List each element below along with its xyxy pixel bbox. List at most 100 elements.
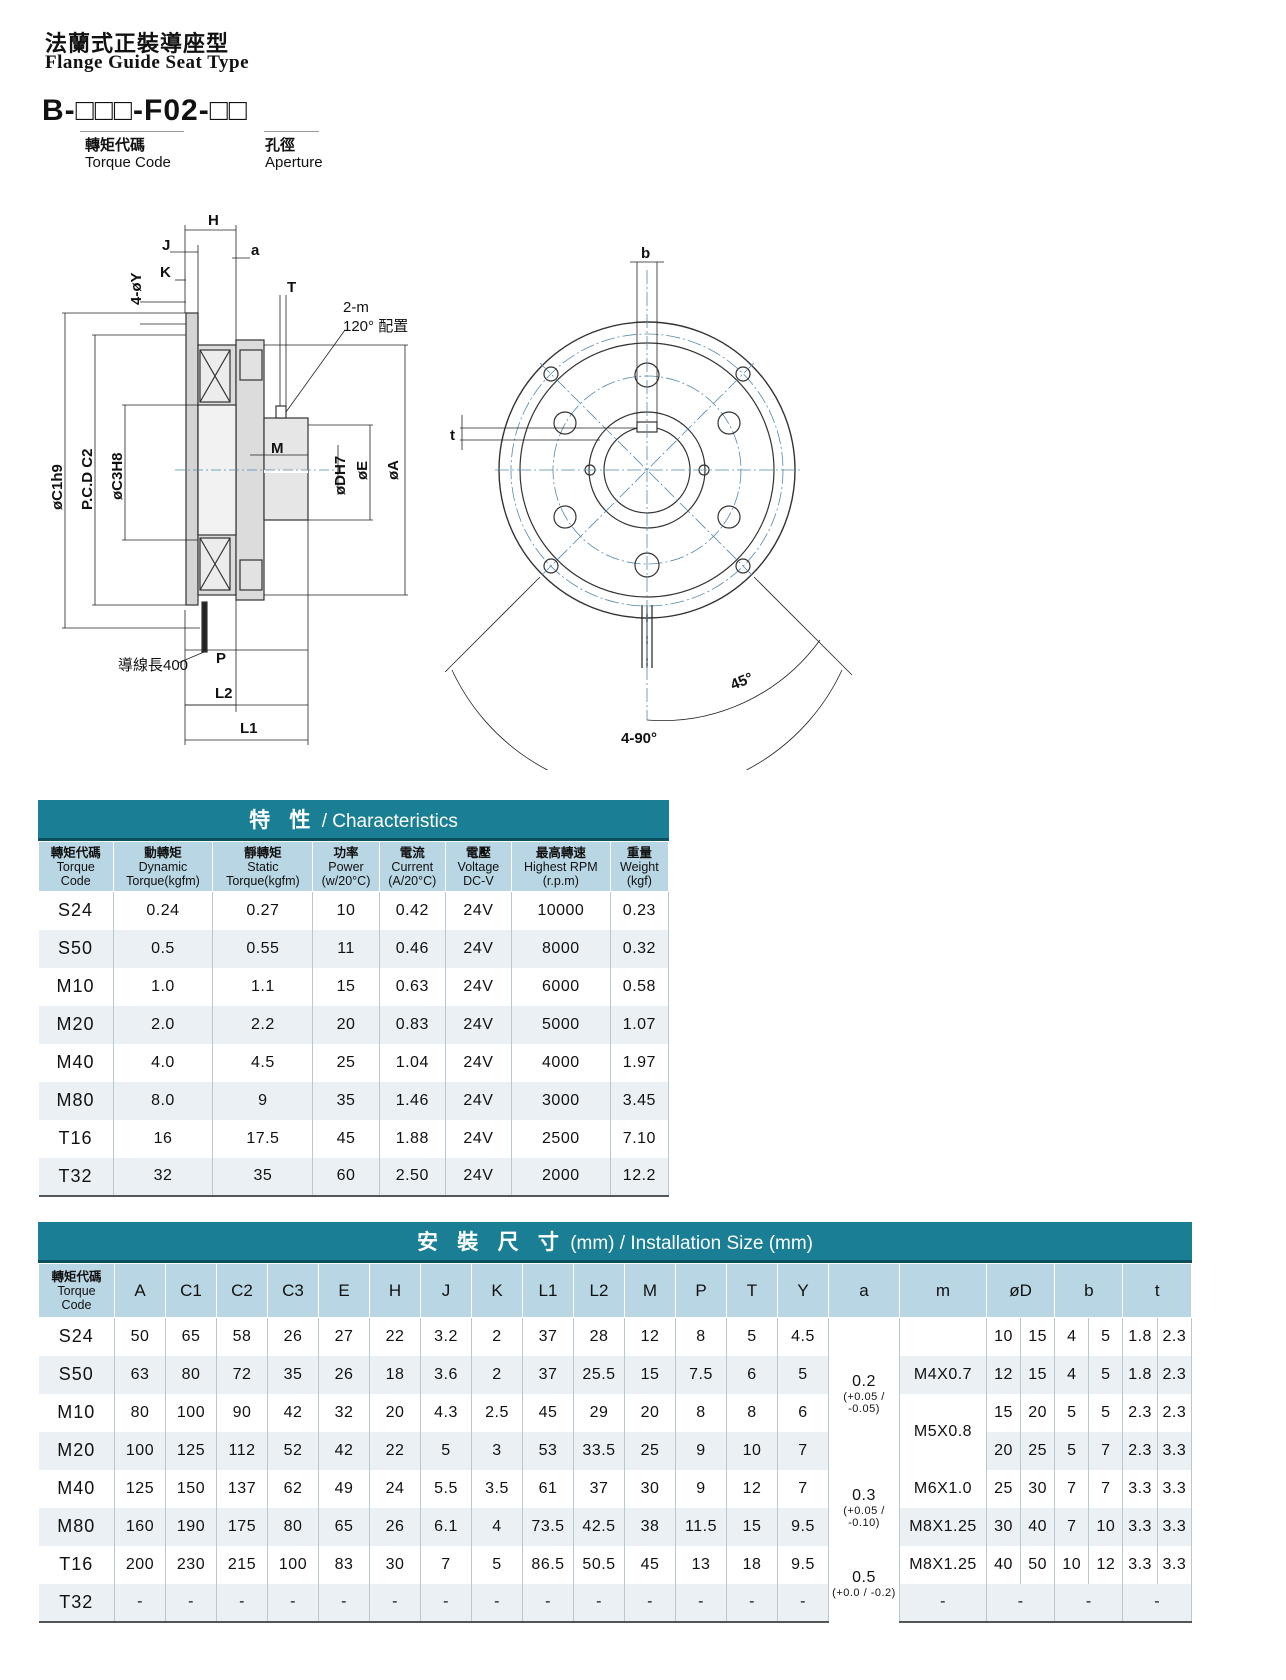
table-cell: 73.5: [522, 1507, 574, 1546]
table-cell: 1.97: [610, 1043, 670, 1082]
dim-M: M: [271, 440, 284, 457]
table-cell: 4000: [511, 1043, 611, 1082]
b-cell: 5: [1054, 1393, 1090, 1432]
torque-code-cell: M40: [38, 1469, 115, 1508]
torque-code-cn: 轉矩代碼: [85, 136, 146, 154]
inst-header-6: J: [420, 1263, 472, 1318]
table-cell: 5: [420, 1431, 472, 1470]
inst-header-9: L2: [573, 1263, 625, 1318]
table-cell: 12.2: [610, 1157, 670, 1197]
table-cell: 112: [216, 1431, 268, 1470]
table-cell: 20: [624, 1393, 676, 1432]
table-cell: 0.63: [379, 967, 446, 1006]
table-cell: 37: [573, 1469, 625, 1508]
table-cell: 12: [726, 1469, 778, 1508]
torque-code-cell: M40: [38, 1043, 114, 1082]
table-cell: 1.1: [212, 967, 314, 1006]
table-cell: 16: [113, 1119, 214, 1158]
dim-45deg: 45°: [728, 669, 755, 693]
a-value: 0.2: [852, 1372, 876, 1390]
dim-J: J: [162, 237, 170, 254]
char-header-cn: 轉矩代碼: [50, 844, 101, 860]
a-tolerance: (+0.05 / -0.10): [843, 1504, 885, 1529]
table-cell: 11.5: [675, 1507, 727, 1546]
b-cell: 4: [1054, 1355, 1090, 1394]
table-cell: 7: [420, 1545, 472, 1584]
table-cell: -: [675, 1583, 727, 1623]
table-cell: 215: [216, 1545, 268, 1584]
table-cell: 26: [318, 1355, 370, 1394]
a-value: 0.3: [852, 1486, 876, 1504]
char-header-en1: Static: [247, 859, 279, 874]
table-cell: -: [624, 1583, 676, 1623]
table-cell: 2000: [511, 1157, 611, 1197]
table-cell: 4.5: [212, 1043, 314, 1082]
table-cell: 9: [675, 1469, 727, 1508]
table-cell: 2: [471, 1317, 523, 1356]
dim-m-note: 120° 配置: [343, 318, 408, 335]
torque-code-underline: [80, 131, 184, 132]
table-cell: 30: [369, 1545, 421, 1584]
table-cell: 0.32: [610, 929, 670, 968]
table-cell: 26: [267, 1317, 319, 1356]
table-cell: 7: [777, 1431, 829, 1470]
table-cell: 4.3: [420, 1393, 472, 1432]
inst-header-7: K: [471, 1263, 523, 1318]
char-header-en1: Weight: [620, 859, 659, 874]
dim-4-90deg: 4-90°: [621, 730, 657, 747]
table-cell: 0.83: [379, 1005, 446, 1044]
table-cell: 20: [369, 1393, 421, 1432]
table-cell: 0.42: [379, 891, 446, 930]
char-header-en2: Torque(kgfm): [126, 873, 200, 888]
b-cell: 10: [1054, 1545, 1090, 1584]
t-cell: 2.3: [1157, 1393, 1193, 1432]
torque-code-cell: M10: [38, 1393, 115, 1432]
table-cell: 2: [471, 1355, 523, 1394]
dim-L2: L2: [215, 685, 233, 702]
table-cell: 38: [624, 1507, 676, 1546]
table-cell: 24V: [445, 891, 512, 930]
table-cell: 26: [369, 1507, 421, 1546]
page-title-en: Flange Guide Seat Type: [45, 52, 250, 73]
table-cell: -: [267, 1583, 319, 1623]
table-cell: 9.5: [777, 1507, 829, 1546]
a-tolerance: (+0.05 / -0.05): [843, 1390, 885, 1415]
table-cell: 24: [369, 1469, 421, 1508]
table-cell: 125: [114, 1469, 166, 1508]
inst-header-12: T: [726, 1263, 778, 1318]
aperture-label: 孔徑 Aperture: [265, 137, 323, 172]
a-value-cell: 0.2(+0.05 / -0.05): [828, 1317, 900, 1470]
dim-T: T: [287, 279, 296, 296]
table-cell: -: [114, 1583, 166, 1623]
table-cell: 42.5: [573, 1507, 625, 1546]
D-cell: -: [986, 1583, 1056, 1623]
t-cell: 3.3: [1122, 1469, 1158, 1508]
char-header-en1: Voltage: [457, 859, 500, 874]
table-cell: 4.0: [113, 1043, 214, 1082]
char-header-en1: Highest RPM: [524, 859, 598, 874]
t-cell: -: [1122, 1583, 1192, 1623]
table-cell: 80: [267, 1507, 319, 1546]
table-cell: 15: [624, 1355, 676, 1394]
table-cell: 6: [726, 1355, 778, 1394]
D-cell: 25: [1020, 1431, 1056, 1470]
table-cell: 4.5: [777, 1317, 829, 1356]
m-value-cell: M6X1.0: [899, 1469, 987, 1508]
table-cell: 60: [312, 1157, 380, 1197]
page-title-cn: 法蘭式正裝導座型: [45, 32, 230, 57]
D-cell: 15: [986, 1393, 1022, 1432]
inst-header-13: Y: [777, 1263, 829, 1318]
table-cell: -: [165, 1583, 217, 1623]
inst-header-3: C3: [267, 1263, 319, 1318]
table-cell: 1.07: [610, 1005, 670, 1044]
table-cell: 100: [165, 1393, 217, 1432]
table-cell: 5: [777, 1355, 829, 1394]
table-row: T32------------------: [38, 1583, 1192, 1623]
table-cell: 35: [267, 1355, 319, 1394]
